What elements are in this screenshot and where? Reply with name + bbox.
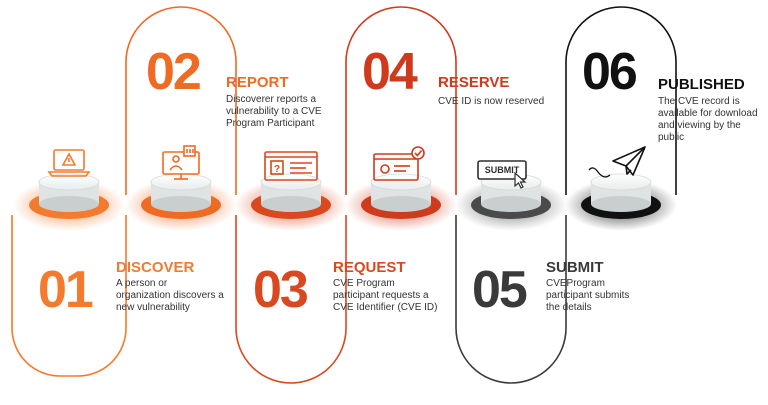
connector-loop-05: [455, 215, 567, 384]
id-card-check-icon: [373, 146, 425, 181]
step-02-title: REPORT: [226, 74, 289, 91]
browser-question-icon: [264, 151, 318, 181]
pedestal-04: [345, 173, 457, 231]
connector-loop-04: [345, 6, 457, 195]
step-04-number: 04: [362, 43, 418, 101]
connector-loop-01: [11, 215, 127, 377]
connector-loop-06: [565, 6, 677, 195]
step-05-number: 05: [472, 261, 528, 319]
laptop-warning-icon: [47, 149, 91, 177]
pedestal-03: [235, 173, 347, 231]
step-03-number: 03: [253, 261, 309, 319]
pedestal-01: [13, 173, 125, 231]
connector-loop-03: [235, 215, 347, 384]
person-monitor-icon: [162, 145, 200, 180]
pedestal-02: [125, 173, 237, 231]
step-04-title: RESERVE: [438, 74, 510, 91]
step-06-description: The CVE record is available for download…: [658, 96, 758, 143]
question-mark-glyph: ?: [274, 164, 280, 175]
submit-icon-label: SUBMIT: [484, 165, 520, 175]
step-03-description: CVE Program participant requests a CVE I…: [333, 278, 438, 313]
step-02-description: Discoverer reports a vulnerability to a …: [226, 94, 322, 129]
connector-loop-02: [125, 6, 237, 195]
step-02-number: 02: [146, 43, 202, 101]
submit-button-cursor-icon: [477, 160, 527, 189]
step-06-number: 06: [582, 43, 638, 101]
step-05-description: CVEProgram participant submits the detai…: [546, 278, 630, 313]
step-06-title: PUBLISHED: [658, 76, 745, 93]
pedestal-05: [455, 173, 567, 231]
step-01-title: DISCOVER: [116, 259, 195, 276]
step-03-title: REQUEST: [333, 259, 406, 276]
pedestal-06: [565, 173, 677, 231]
paper-plane-icon: [588, 146, 646, 178]
step-01-description: A person or organization discovers a new…: [116, 278, 224, 313]
step-04-description: CVE ID is now reserved: [438, 96, 545, 107]
step-05-title: SUBMIT: [546, 259, 604, 276]
step-01-number: 01: [38, 261, 94, 319]
